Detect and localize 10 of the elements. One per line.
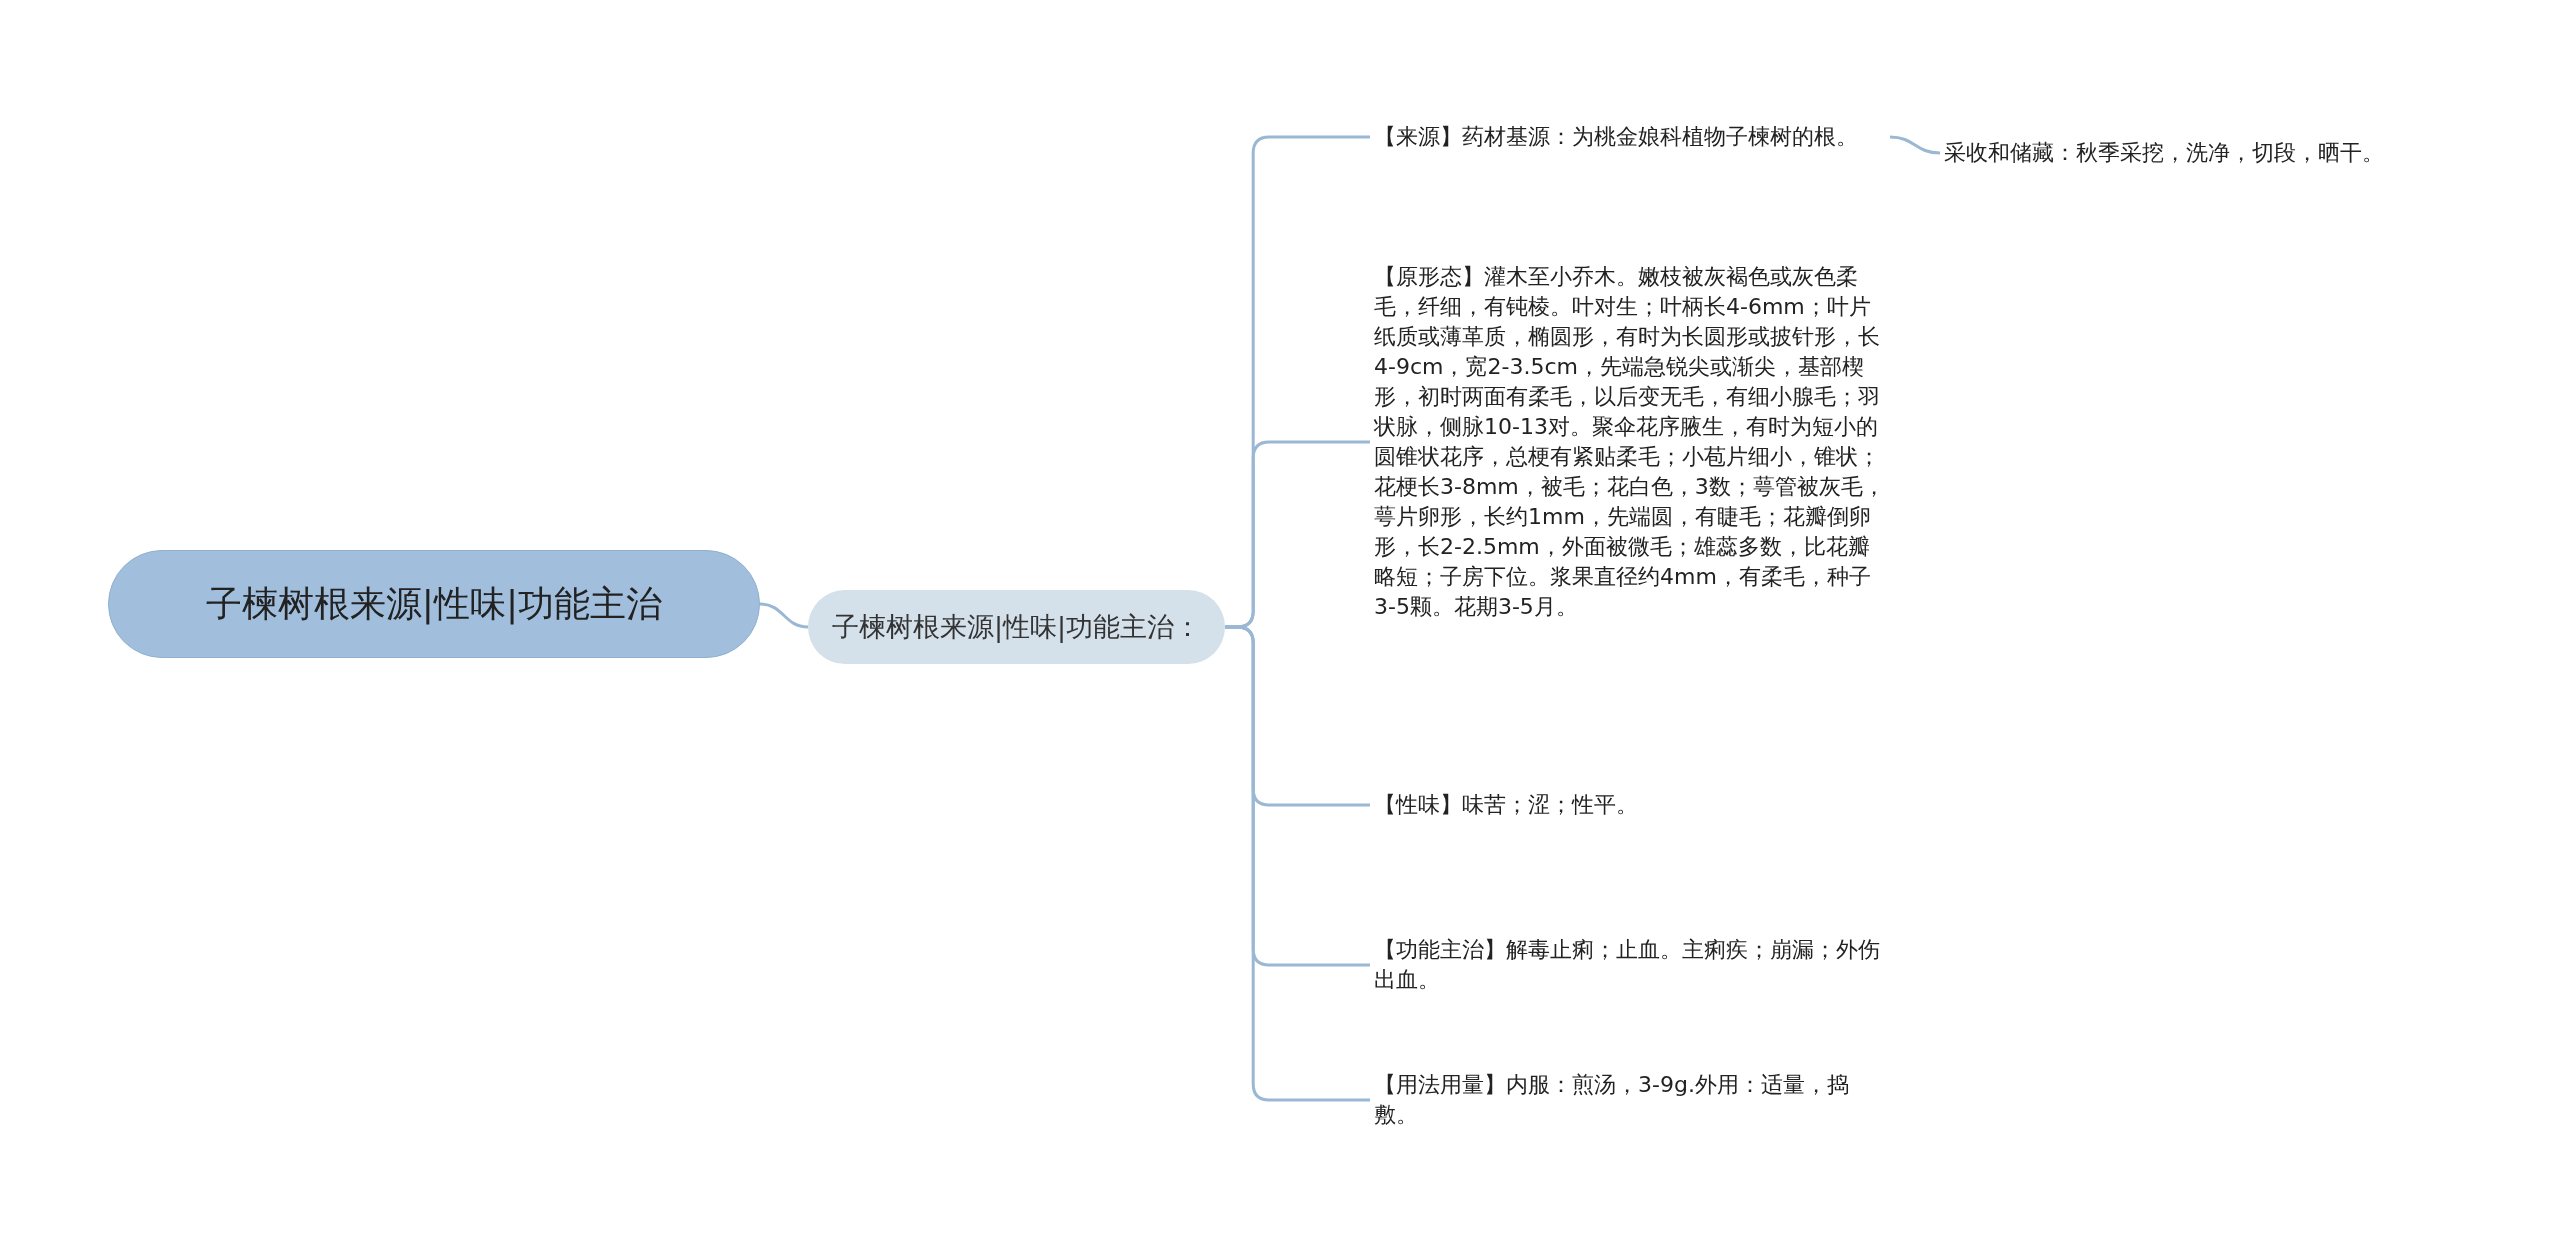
root-topic: 子楝树根来源|性味|功能主治 [108, 550, 760, 658]
topic-text: 【功能主治】解毒止痢；止血。主痢疾；崩漏；外伤出血。 [1370, 935, 1890, 995]
topic-text: 采收和储藏：秋季采挖，洗净，切段，晒干。 [1940, 138, 2500, 168]
topic-text: 【来源】药材基源：为桃金娘科植物子楝树的根。 [1370, 122, 1890, 152]
topic-text: 【用法用量】内服：煎汤，3-9g.外用：适量，捣敷。 [1370, 1070, 1890, 1130]
topic-text: 【原形态】灌木至小乔木。嫩枝被灰褐色或灰色柔毛，纤细，有钝棱。叶对生；叶柄长4-6mm；叶片纸质或薄革质，椭圆形，有时为长圆形或披针形，长4-9cm，宽2-3.5cm，先端急锐尖或渐尖，基部楔形，初时两面有柔毛，以后变无毛，有细小腺毛；羽状脉，侧脉10-13对。聚伞花序腋生，有时为短小的圆锥状花序，总梗有紧贴柔毛；小苞片细小，锥状；花梗长3-8mm，被毛；花白色，3数；萼管被灰毛，萼片卵形，长约1mm，先端圆，有睫毛；花瓣倒卵形，长2-2.5mm，外面被微毛；雄蕊多数，比花瓣略短；子房下位。浆果直径约4mm，有柔毛，种子3-5颗。花期3-5月。 [1370, 262, 1890, 622]
subtopic-pill: 子楝树根来源|性味|功能主治： [808, 590, 1226, 664]
connector-line [759, 602, 809, 629]
connector-line [1889, 135, 1941, 155]
topic-text: 【性味】味苦；涩；性平。 [1370, 790, 1890, 820]
